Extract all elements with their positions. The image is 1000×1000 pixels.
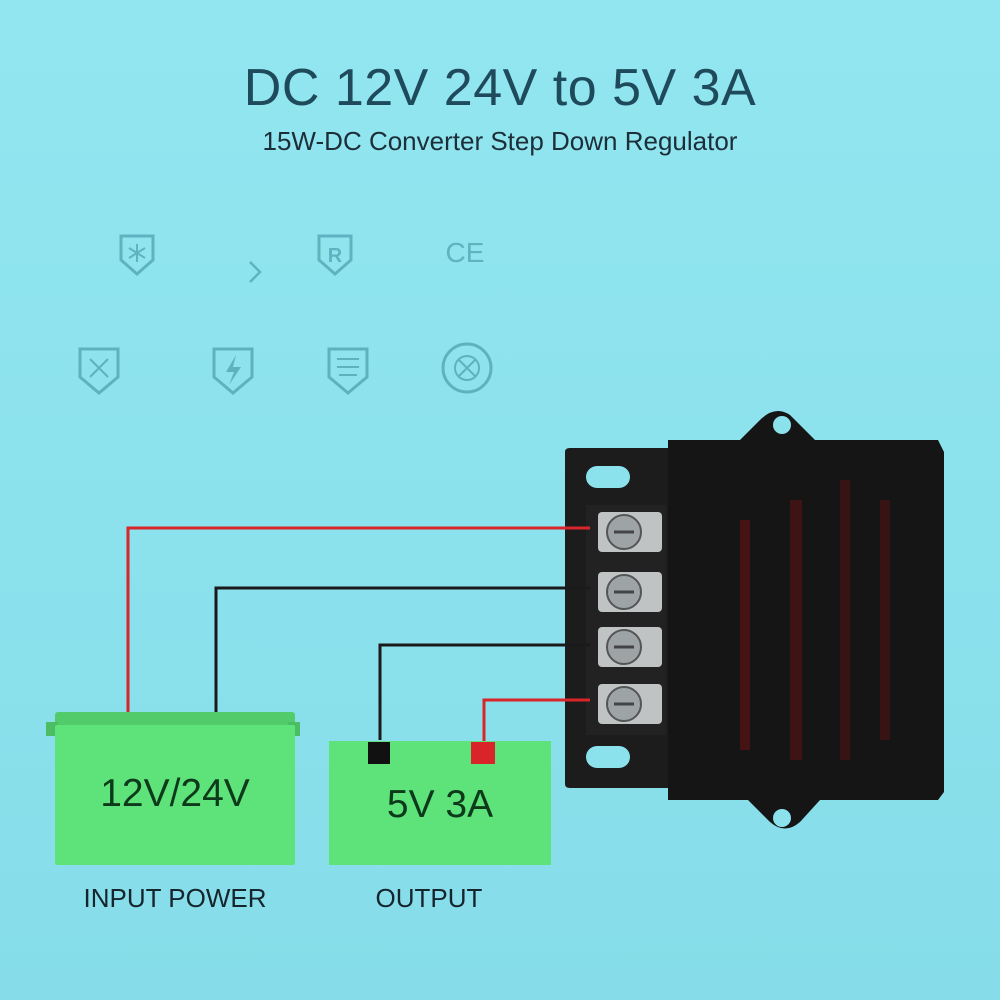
r-shield-icon: R xyxy=(317,234,353,276)
output-block xyxy=(329,741,551,865)
input-voltage-label: 12V/24V xyxy=(100,772,250,815)
input-power-block xyxy=(46,712,300,865)
mount-hole-top xyxy=(773,416,791,434)
feature-regulation xyxy=(402,340,532,396)
feature-short-protection xyxy=(34,345,164,397)
ce-mark-icon: CE xyxy=(446,237,485,268)
output-body xyxy=(329,741,551,865)
svg-text:CE: CE xyxy=(446,237,485,268)
bracket-hole-bottom xyxy=(586,746,630,768)
body-marking-1 xyxy=(740,520,750,750)
page-title: DC 12V 24V to 5V 3A xyxy=(243,59,757,117)
feature-r-mark: R xyxy=(270,232,400,278)
input-negative-wire xyxy=(214,586,590,720)
output-negative-connector xyxy=(368,742,390,764)
output-positive-wire xyxy=(482,698,590,742)
output-caption: OUTPUT xyxy=(375,883,483,913)
feature-overload-protection xyxy=(168,345,298,397)
converter-body xyxy=(668,411,944,829)
thermal-shield-icon xyxy=(327,347,369,395)
feature-waterproof xyxy=(72,232,202,278)
mount-hole-bottom xyxy=(773,809,791,827)
input-caption: INPUT POWER xyxy=(83,883,267,913)
body-marking-2 xyxy=(790,500,802,760)
terminal-1 xyxy=(598,512,662,552)
output-positive-connector xyxy=(471,742,495,764)
short-circuit-shield-icon xyxy=(78,347,120,395)
feature-arrow xyxy=(190,258,320,286)
battery-top-rim xyxy=(55,712,295,728)
terminal-3 xyxy=(598,627,662,667)
cross-circle-icon xyxy=(441,342,493,394)
bracket-hole-top xyxy=(586,466,630,488)
body-marking-4 xyxy=(880,500,890,740)
terminal-2 xyxy=(598,572,662,612)
feature-ce: CE xyxy=(400,234,530,270)
body-marking-3 xyxy=(840,480,850,760)
terminal-4 xyxy=(598,684,662,724)
input-battery-body xyxy=(55,725,295,865)
input-positive-wire xyxy=(126,526,590,720)
chevron-right-icon xyxy=(249,261,262,283)
feature-overheat-protection xyxy=(283,345,413,397)
output-voltage-label: 5V 3A xyxy=(386,783,494,826)
page-subtitle: 15W-DC Converter Step Down Regulator xyxy=(262,126,738,156)
svg-text:R: R xyxy=(328,245,343,267)
snowflake-shield-icon xyxy=(119,234,155,276)
output-negative-wire xyxy=(378,643,590,740)
lightning-shield-icon xyxy=(212,347,254,395)
